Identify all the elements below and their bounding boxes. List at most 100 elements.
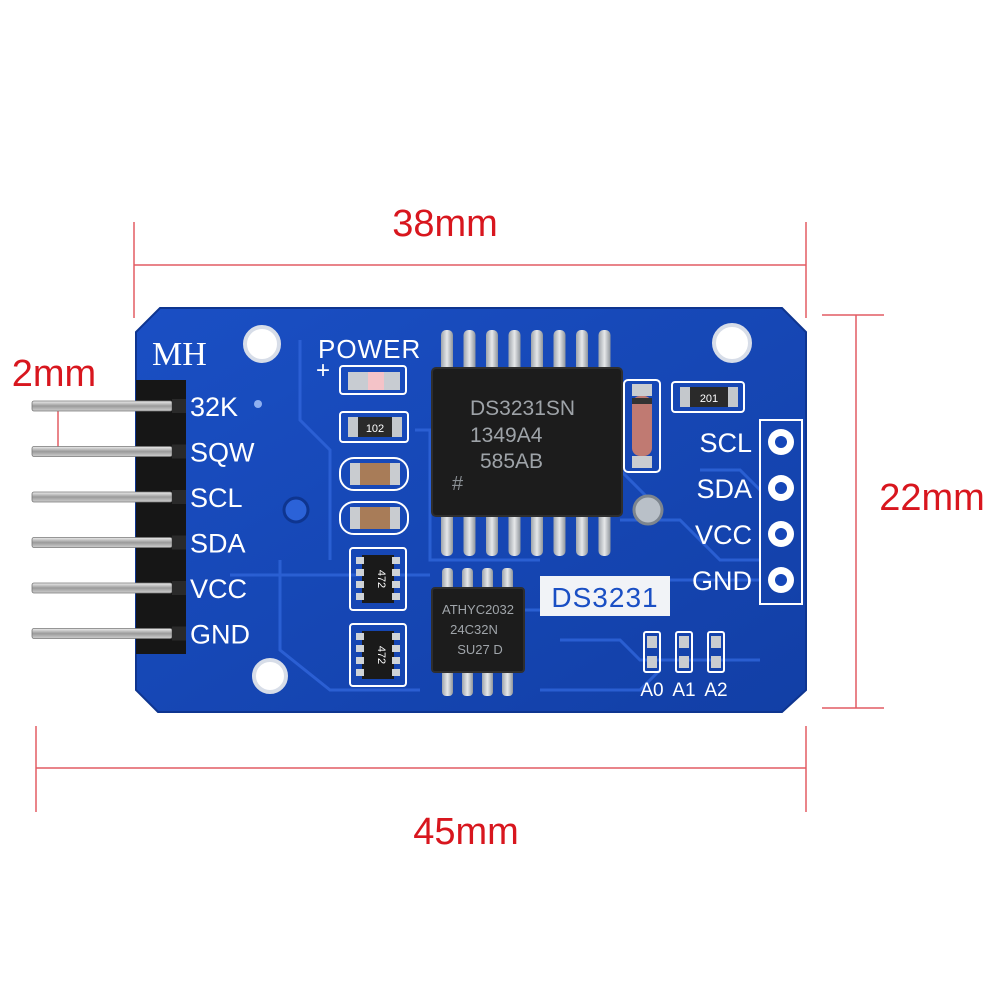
ds3231-rtc-chip: DS3231SN 1349A4 585AB # — [431, 330, 623, 556]
pin-hole — [775, 482, 787, 494]
left-pin-label: SDA — [190, 529, 246, 559]
left-pin-label: GND — [190, 620, 250, 650]
left-pin-label: VCC — [190, 574, 247, 604]
chip-leg — [598, 330, 611, 374]
header-housing — [136, 380, 186, 654]
pin-hole — [775, 574, 787, 586]
pcb-traces — [230, 340, 762, 692]
chip-leg — [508, 330, 521, 374]
chip-leg — [553, 510, 566, 556]
chip-leg — [598, 510, 611, 556]
address-pad — [711, 636, 721, 648]
right-pin-label: GND — [692, 566, 752, 596]
capacitor — [339, 501, 409, 535]
chip-leg — [553, 330, 566, 374]
eeprom-marking-1: ATHYC2032 — [442, 602, 514, 617]
chip-leg — [442, 666, 453, 696]
chip-leg — [502, 666, 513, 696]
chip-leg — [441, 330, 453, 374]
chip-leg — [576, 330, 588, 374]
width-dimension-label: 38mm — [392, 203, 498, 245]
header-spacer — [172, 626, 186, 641]
pin-pitch-label: 2mm — [12, 353, 96, 395]
mounting-hole — [243, 325, 281, 363]
solder-pad — [632, 494, 664, 526]
resistor-code: 201 — [700, 393, 718, 405]
address-pad-outline — [643, 631, 661, 673]
header-pin — [31, 491, 173, 503]
capacitor — [339, 457, 409, 491]
dimension-22mm: 22mm — [822, 314, 985, 709]
chip-leg — [486, 330, 498, 374]
header-spacer — [172, 490, 186, 504]
address-pad — [679, 636, 689, 648]
brand-label: MH — [152, 336, 207, 373]
address-pad-label: A0 — [640, 680, 663, 701]
header-pin — [31, 628, 173, 639]
eeprom-marking-2: 24C32N — [450, 622, 498, 637]
right-pin-label: SDA — [696, 474, 752, 504]
chip-leg — [508, 510, 521, 556]
header-spacer — [172, 399, 186, 413]
chip-leg — [463, 510, 476, 556]
chip-leg — [486, 510, 498, 556]
rtc-chip-marking-3: 585AB — [480, 450, 543, 473]
left-pin-label: 32K — [190, 392, 238, 422]
left-pin-header — [31, 380, 186, 654]
chip-leg — [441, 510, 453, 556]
header-pin — [31, 446, 173, 457]
left-pin-label: SCL — [190, 483, 243, 513]
chip-leg — [531, 330, 543, 374]
via-pad — [282, 496, 310, 524]
header-spacer — [172, 581, 186, 595]
address-pad — [679, 656, 689, 668]
power-plus-label: + — [316, 357, 330, 384]
resistor-102: 102 — [339, 411, 409, 443]
via — [254, 400, 262, 408]
address-pad-label: A1 — [672, 680, 695, 701]
model-label: DS3231 — [551, 582, 658, 613]
diode — [623, 379, 661, 473]
header-spacer — [172, 444, 186, 459]
rtc-chip-marking-2: 1349A4 — [470, 424, 543, 447]
resistor-code: 102 — [366, 423, 384, 435]
mounting-hole — [252, 658, 288, 694]
chip-leg — [531, 510, 543, 556]
height-dimension-label: 22mm — [879, 477, 985, 519]
eeprom-chip: ATHYC2032 24C32N SU27 D — [431, 568, 525, 696]
header-pin — [31, 582, 173, 594]
rtc-chip-marking-1: DS3231SN — [470, 397, 575, 420]
power-label: POWER — [318, 334, 421, 364]
chip-leg — [576, 510, 588, 556]
dimension-45mm: 45mm — [35, 726, 807, 853]
resistor-pack-code: 472 — [375, 646, 387, 664]
address-pad-outline — [675, 631, 693, 673]
resistor-pack: 472 — [349, 547, 407, 611]
resistor-pack: 472 — [349, 623, 407, 687]
eeprom-marking-3: SU27 D — [457, 642, 503, 657]
pin-hole — [775, 436, 787, 448]
resistor-201: 201 — [671, 381, 745, 413]
address-pad — [647, 656, 657, 668]
chip-leg — [482, 666, 493, 696]
chip-leg — [462, 666, 473, 696]
ds3231-silkscreen-box: DS3231 — [540, 576, 670, 616]
dimension-38mm: 38mm — [133, 203, 807, 318]
resistor-pack-code: 472 — [375, 570, 387, 588]
power-led — [339, 365, 407, 395]
right-pin-label: VCC — [695, 520, 752, 550]
address-pad — [647, 636, 657, 648]
address-pad-outline — [707, 631, 725, 673]
left-pin-label: SQW — [190, 438, 255, 468]
mounting-hole — [712, 323, 752, 363]
rtc-chip-mark: # — [452, 473, 464, 495]
header-pin — [31, 400, 173, 412]
length-dimension-label: 45mm — [413, 811, 519, 853]
chip-leg — [463, 330, 476, 374]
right-pin-row — [759, 419, 803, 605]
address-pad-label: A2 — [704, 680, 727, 701]
header-pin — [31, 537, 173, 548]
address-pad — [711, 656, 721, 668]
